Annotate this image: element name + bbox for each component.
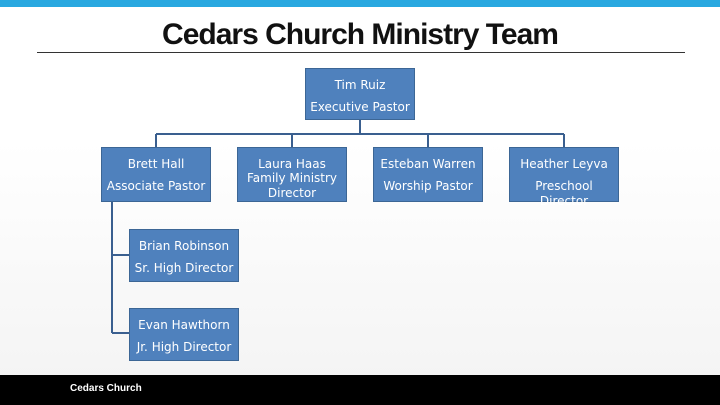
footer-text: Cedars Church (70, 383, 142, 394)
node-role: Family Ministry Director (246, 171, 338, 200)
node-name: Brett Hall (127, 157, 185, 171)
node-esteban-warren: Esteban Warren Worship Pastor (373, 147, 483, 202)
node-name: Esteban Warren (380, 157, 476, 171)
node-name: Evan Hawthorn (138, 318, 230, 332)
node-name: Heather Leyva (520, 157, 608, 171)
node-role: Jr. High Director (136, 340, 232, 354)
node-heather-leyva: Heather Leyva Preschool Director (509, 147, 619, 208)
node-tim-ruiz: Tim Ruiz Executive Pastor (305, 68, 415, 120)
node-role: Worship Pastor (383, 179, 473, 193)
slide-title: Cedars Church Ministry Team (162, 18, 559, 51)
node-laura-haas: Laura Haas Family Ministry Director (237, 147, 347, 202)
node-brian-robinson: Brian Robinson Sr. High Director (129, 229, 239, 282)
footer-bar: Cedars Church (0, 375, 720, 405)
node-name: Laura Haas (258, 157, 326, 171)
node-role: Preschool Director (535, 179, 593, 208)
node-evan-hawthorn: Evan Hawthorn Jr. High Director (129, 308, 239, 361)
top-accent-bar (0, 0, 720, 7)
node-role: Sr. High Director (134, 261, 234, 275)
node-brett-hall: Brett Hall Associate Pastor (101, 147, 211, 202)
node-role: Associate Pastor (106, 179, 206, 193)
node-name: Tim Ruiz (334, 78, 386, 92)
node-role: Executive Pastor (310, 100, 410, 114)
title-divider (37, 52, 685, 53)
node-name: Brian Robinson (138, 239, 230, 253)
